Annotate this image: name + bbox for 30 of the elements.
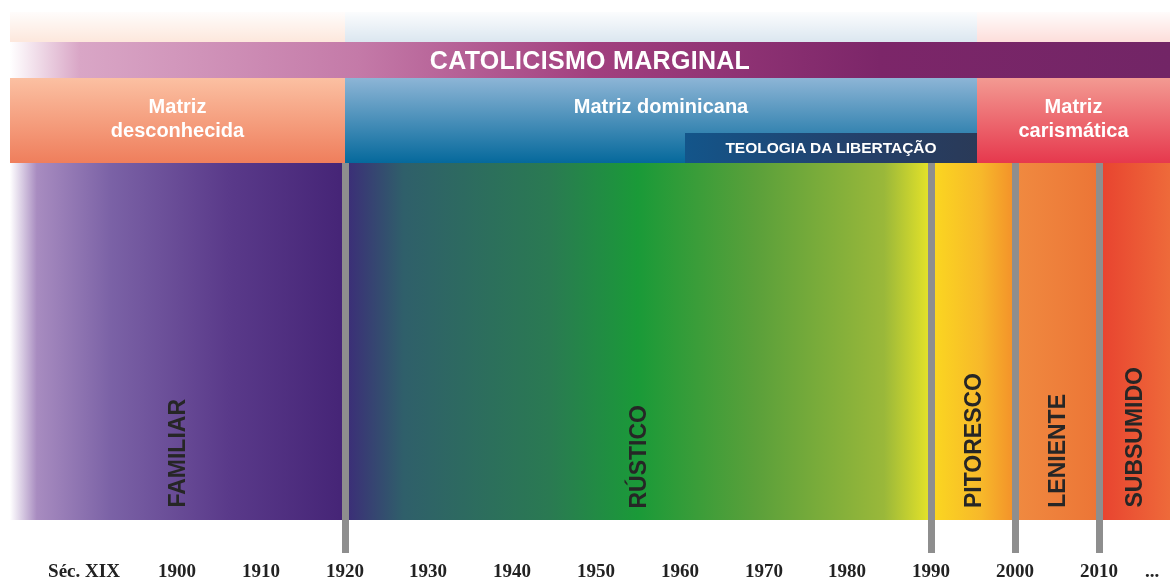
matrix-box — [345, 78, 977, 163]
period-label: SUBSUMIDO — [1121, 367, 1148, 508]
year-label: 2010 — [1080, 560, 1118, 582]
period-label: PITORESCO — [959, 372, 987, 508]
period-band — [10, 163, 345, 520]
year-label: 2000 — [996, 560, 1034, 582]
year-label: 1900 — [158, 560, 196, 582]
year-label: ... — [1144, 560, 1160, 582]
matrix-box — [10, 78, 345, 163]
year-label: 1910 — [242, 560, 280, 582]
matrix-box — [977, 78, 1170, 163]
year-label: 1930 — [409, 560, 447, 582]
matrix-label: Matriz dominicana — [573, 94, 749, 119]
period-label: RÚSTICO — [624, 404, 652, 508]
period-label: LENIENTE — [1043, 394, 1071, 508]
matrix-label: Matriz carismática — [1017, 94, 1130, 143]
year-label: 1990 — [912, 560, 950, 582]
year-label: Séc. XIX — [48, 560, 120, 582]
banner — [10, 42, 1170, 78]
year-label: 1920 — [326, 560, 364, 582]
year-label: 1940 — [493, 560, 531, 582]
banner-title: CATOLICISMO MARGINAL — [429, 45, 751, 75]
tag-box — [685, 133, 977, 163]
tag-label: TEOLOGIA DA LIBERTAÇÃO — [725, 138, 937, 158]
matrix-label: Matriz desconhecida — [109, 94, 246, 143]
year-label: 1970 — [745, 560, 783, 582]
year-label: 1980 — [828, 560, 866, 582]
year-label: 1960 — [661, 560, 699, 582]
period-label: FAMILIAR — [164, 399, 191, 508]
year-label: 1950 — [577, 560, 615, 582]
